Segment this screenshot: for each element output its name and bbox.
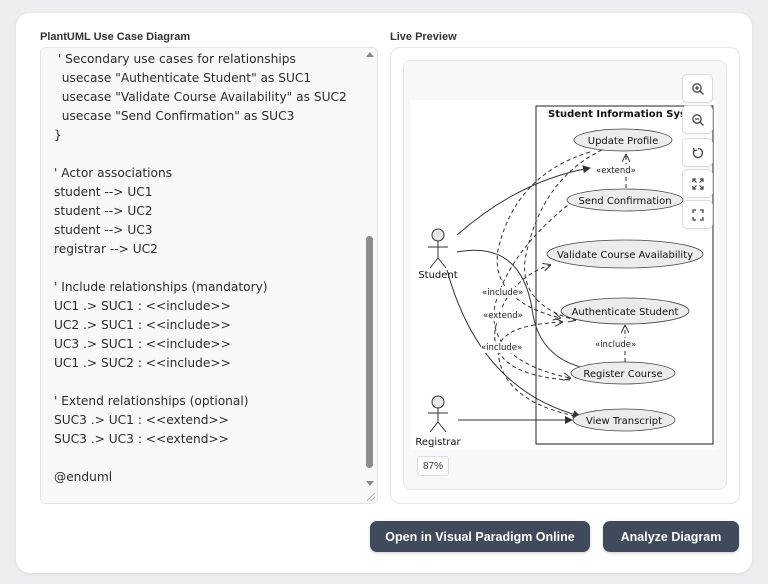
usecase-send-confirmation[interactable]: Send Confirmation [566, 188, 684, 212]
system-title: Student Information Sys [548, 109, 686, 120]
code-line: registrar --> UC2 [54, 242, 158, 256]
code-editor[interactable]: ' Secondary use cases for relationships … [40, 47, 378, 504]
usecase-view-transcript[interactable]: View Transcript [572, 408, 676, 432]
scroll-thumb[interactable] [366, 236, 373, 468]
code-text[interactable]: ' Secondary use cases for relationships … [54, 50, 359, 487]
fit-button[interactable] [682, 169, 713, 198]
label-extend-top: «extend» [596, 166, 636, 176]
reset-button[interactable] [682, 138, 713, 167]
code-line [54, 145, 359, 164]
label-include-right: «include» [595, 340, 636, 350]
resize-grip-icon[interactable] [367, 493, 375, 501]
relationships [446, 149, 626, 424]
include-register-validate [494, 265, 571, 381]
assoc-student-view-transcript [446, 269, 581, 419]
zoom-in-button[interactable] [682, 74, 713, 103]
actor-student[interactable] [428, 228, 448, 269]
code-line: UC2 .> SUC1 : <<include>> [54, 318, 231, 332]
actor-registrar[interactable] [428, 395, 448, 433]
svg-text:View Transcript: View Transcript [586, 416, 662, 427]
actor-student-icon [431, 228, 445, 242]
scroll-down-icon[interactable] [366, 481, 374, 486]
zoom-level: 87% [417, 456, 449, 476]
scroll-up-icon[interactable] [366, 52, 374, 57]
code-line: UC1 .> SUC1 : <<include>> [54, 299, 231, 313]
code-line: } [54, 128, 62, 142]
code-line: @enduml [54, 470, 113, 484]
svg-text:Authenticate Student: Authenticate Student [572, 307, 679, 318]
analyze-diagram-button[interactable]: Analyze Diagram [603, 521, 739, 552]
code-line: ' Include relationships (mandatory) [54, 280, 268, 294]
assoc-student-register-course [456, 249, 596, 373]
zoom-in-icon [691, 82, 704, 95]
diagram-background [410, 100, 716, 450]
code-line [54, 373, 359, 392]
reset-icon [692, 147, 703, 158]
include-transcript-authenticate [497, 322, 576, 417]
code-line: usecase "Authenticate Student" as SUC1 [54, 71, 312, 85]
open-visual-paradigm-button[interactable]: Open in Visual Paradigm Online [370, 521, 590, 552]
usecase-validate-course[interactable]: Validate Course Availability [546, 239, 704, 269]
code-line: SUC3 .> UC3 : <<extend>> [54, 432, 229, 446]
include-update-validate [524, 149, 603, 320]
code-line: ' Extend relationships (optional) [54, 394, 249, 408]
system-boundary [535, 105, 714, 445]
usecase-update-profile[interactable]: Update Profile [573, 128, 673, 152]
svg-text:Send Confirmation: Send Confirmation [578, 196, 671, 207]
code-line: student --> UC2 [54, 204, 153, 218]
assoc-student-update-profile [456, 165, 591, 236]
svg-text:Validate Course Availability: Validate Course Availability [557, 250, 693, 261]
code-line: UC1 .> SUC2 : <<include>> [54, 356, 231, 370]
code-line [54, 449, 359, 468]
extend-send-register [493, 200, 574, 378]
include-update-authenticate [496, 151, 591, 318]
code-line: student --> UC3 [54, 223, 153, 237]
fullscreen-button[interactable] [682, 200, 713, 229]
preview-title: Live Preview [390, 31, 457, 43]
editor-scrollbar[interactable] [365, 48, 375, 488]
svg-text:Register Course: Register Course [583, 369, 662, 380]
zoom-out-icon [691, 113, 704, 126]
code-line: ' Actor associations [54, 166, 173, 180]
label-extend-left: «extend» [483, 311, 523, 321]
code-line [54, 259, 359, 278]
actor-registrar-label: Registrar [415, 437, 461, 448]
actor-registrar-icon [431, 395, 445, 409]
zoom-out-button[interactable] [682, 105, 713, 134]
usecase-authenticate-student[interactable]: Authenticate Student [560, 297, 690, 325]
code-line: ' Secondary use cases for relationships [54, 52, 296, 66]
actor-student-label: Student [418, 270, 457, 281]
code-line: usecase "Send Confirmation" as SUC3 [54, 109, 295, 123]
usecase-register-course[interactable]: Register Course [570, 361, 676, 385]
use-case-diagram: Student Information Sys «extend» «includ… [410, 100, 716, 450]
fit-icon [691, 177, 704, 190]
fullscreen-icon [691, 208, 704, 221]
editor-title: PlantUML Use Case Diagram [40, 31, 191, 43]
label-include-left: «include» [482, 288, 523, 298]
svg-text:Update Profile: Update Profile [588, 136, 659, 147]
code-line: UC3 .> SUC1 : <<include>> [54, 337, 231, 351]
label-include-lower: «include» [481, 343, 522, 353]
code-line: SUC3 .> UC1 : <<extend>> [54, 413, 229, 427]
code-line: student --> UC1 [54, 185, 153, 199]
code-line: usecase "Validate Course Availability" a… [54, 90, 347, 104]
